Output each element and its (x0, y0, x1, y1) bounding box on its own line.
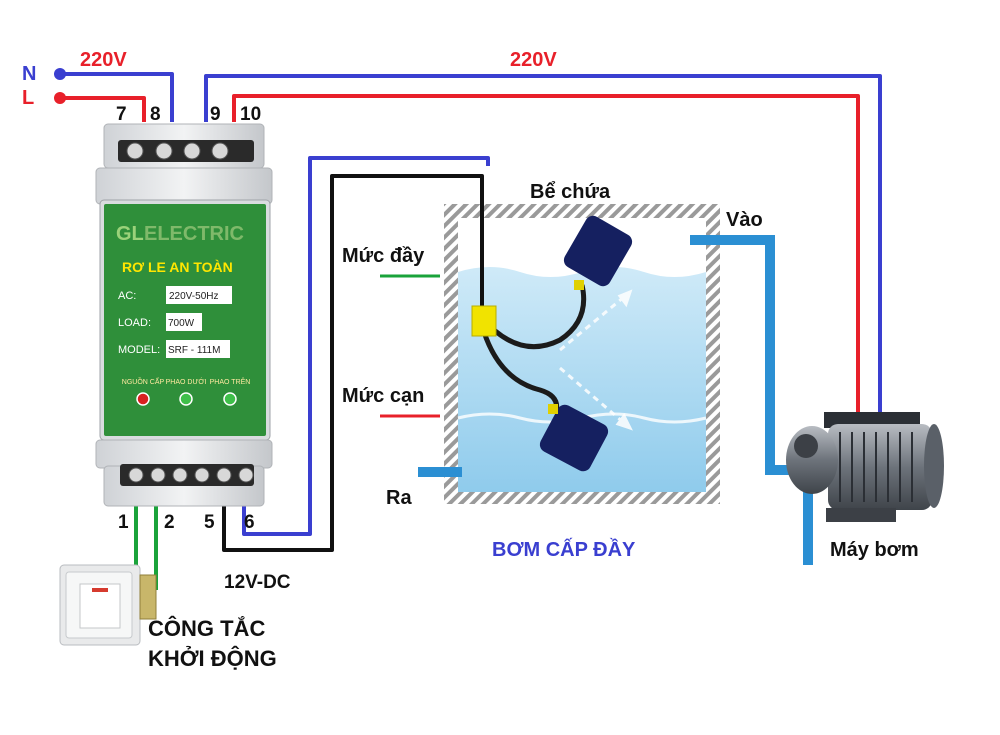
label-inlet: Vào (726, 209, 763, 231)
terminal-6: 6 (244, 512, 255, 533)
led-low-label: PHAO DƯỚI (166, 377, 207, 386)
live-wire-to-7 (60, 96, 146, 122)
label-l: L (22, 87, 34, 109)
label-full-level: Mức đầy (342, 245, 425, 267)
label-outlet: Ra (386, 487, 412, 509)
terminal-7: 7 (116, 104, 127, 125)
blue-wire-6 (242, 156, 490, 536)
neutral-terminal-dot (54, 68, 66, 80)
float-clamp (471, 305, 497, 337)
terminal-2: 2 (164, 512, 175, 533)
label-mode: BƠM CẤP ĐẦY (492, 538, 636, 561)
label-12v-dc: 12V-DC (224, 572, 291, 593)
relay-module-icon: GL ELECTRIC RƠ LE AN TOÀN AC: 220V-50Hz … (95, 123, 273, 507)
float-switch-icon (563, 215, 633, 290)
float-direction-arrows (559, 289, 633, 431)
neutral-wire-to-pump (204, 74, 882, 418)
led-high (223, 392, 237, 406)
load-field (166, 313, 202, 331)
label-pump: Máy bơm (830, 539, 919, 561)
float-switch-icon (539, 404, 609, 472)
led-power-label: NGUỒN CẤP (122, 376, 165, 386)
device-title: RƠ LE AN TOÀN (122, 259, 233, 275)
load-label: LOAD: (118, 317, 151, 329)
label-220v-right: 220V (510, 49, 557, 71)
water-body (458, 267, 706, 492)
model-field (166, 340, 230, 358)
label-220v-left: 220V (80, 49, 127, 71)
black-wire-5 (222, 174, 484, 552)
led-power (136, 392, 150, 406)
device-brand-prefix: GL (116, 223, 144, 245)
model-label: MODEL: (118, 344, 160, 356)
ac-value: 220V-50Hz (169, 291, 218, 302)
live-wire-to-pump (232, 94, 860, 418)
led-low (179, 392, 193, 406)
label-tank: Bể chứa (530, 181, 611, 203)
led-high-label: PHAO TRÊN (210, 377, 251, 386)
terminal-1: 1 (118, 512, 129, 533)
terminal-8: 8 (150, 104, 161, 125)
label-n: N (22, 63, 36, 85)
terminal-10: 10 (240, 104, 261, 125)
neutral-wire-to-8 (60, 72, 174, 122)
model-value: SRF - 111M (168, 345, 220, 356)
label-low-level: Mức cạn (342, 385, 424, 407)
power-wires (60, 72, 882, 418)
water-pump-icon (786, 412, 944, 522)
terminal-9: 9 (210, 104, 221, 125)
label-switch-line2: KHỞI ĐỘNG (148, 646, 277, 671)
device-brand: ELECTRIC (144, 223, 244, 245)
live-terminal-dot (54, 92, 66, 104)
float-lower-cable (481, 331, 560, 413)
float-sensors (471, 215, 633, 472)
load-value: 700W (168, 318, 195, 329)
terminal-5: 5 (204, 512, 215, 533)
float-upper-cable (482, 284, 587, 350)
wall-switch-icon (59, 564, 157, 646)
ac-label: AC: (118, 290, 136, 302)
label-switch-line1: CÔNG TẮC (148, 616, 265, 641)
ac-field (166, 286, 232, 304)
